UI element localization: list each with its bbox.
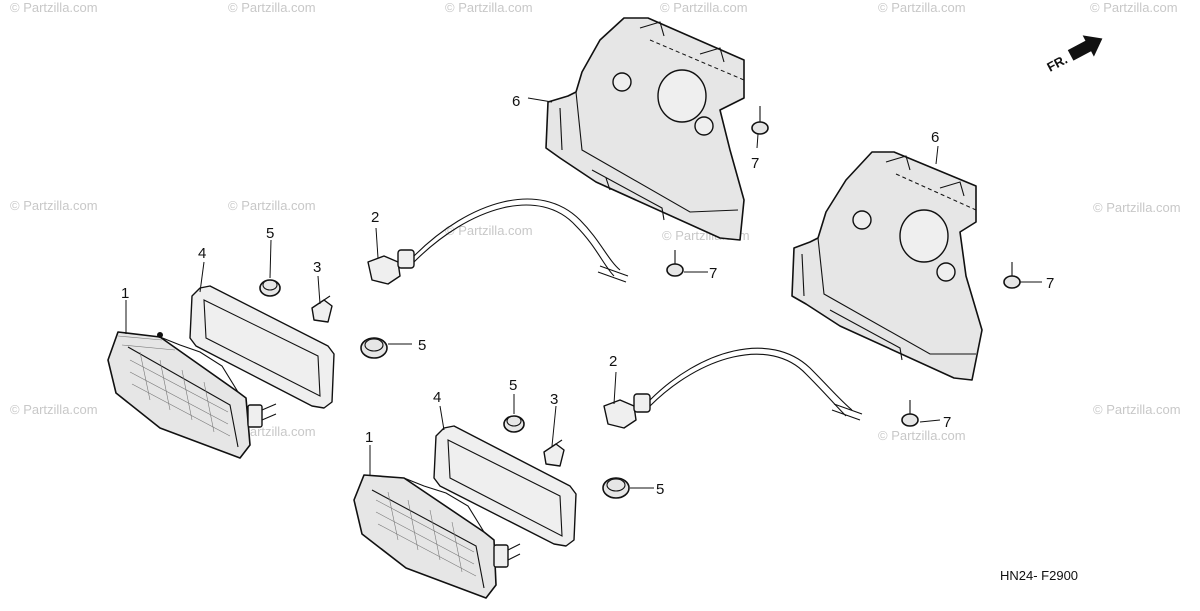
- callout-3: 3: [313, 259, 321, 276]
- watermark: © Partzilla.com: [228, 198, 316, 213]
- bulb-center: [543, 439, 565, 467]
- watermark: © Partzilla.com: [10, 0, 98, 15]
- watermark: © Partzilla.com: [445, 0, 533, 15]
- watermark: © Partzilla.com: [660, 0, 748, 15]
- leader-lines: [125, 97, 1042, 489]
- watermark: © Partzilla.com: [10, 198, 98, 213]
- watermark: © Partzilla.com: [1090, 0, 1178, 15]
- callout-7: 7: [1046, 275, 1054, 292]
- callout-2: 2: [371, 209, 379, 226]
- watermark: © Partzilla.com: [1093, 200, 1181, 215]
- callout-4: 4: [198, 245, 206, 262]
- callout-3: 3: [550, 391, 558, 408]
- grommet-center-upper: [503, 415, 525, 433]
- front-direction-indicator: FR.: [1044, 35, 1103, 75]
- drawing-code: HN24- F2900: [1000, 568, 1078, 583]
- callout-5: 5: [266, 225, 274, 242]
- callout-5: 5: [509, 377, 517, 394]
- arrow-right-icon: [1067, 35, 1103, 61]
- screw-center: [666, 250, 684, 277]
- grommet-upper-left: [259, 279, 281, 297]
- callout-1: 1: [365, 429, 373, 446]
- callout-2: 2: [609, 353, 617, 370]
- housing-right: [791, 151, 983, 381]
- watermark: © Partzilla.com: [1093, 402, 1181, 417]
- watermark: © Partzilla.com: [878, 428, 966, 443]
- callout-1: 1: [121, 285, 129, 302]
- callout-7: 7: [751, 155, 759, 172]
- gasket-center: [433, 425, 577, 547]
- socket-harness-upper: [367, 198, 629, 285]
- callout-4: 4: [433, 389, 441, 406]
- gasket-left: [189, 285, 335, 409]
- watermarks: © Partzilla.com © Partzilla.com © Partzi…: [10, 0, 1181, 443]
- watermark: © Partzilla.com: [10, 402, 98, 417]
- lens-assembly-left: [107, 331, 277, 459]
- screw-lower-right: [901, 400, 919, 427]
- socket-harness-lower: [603, 347, 863, 429]
- callout-7: 7: [943, 414, 951, 431]
- screw-far-right: [1003, 262, 1021, 289]
- lens-assembly-center: [353, 474, 521, 599]
- direction-label: FR.: [1044, 52, 1070, 75]
- callout-5: 5: [656, 481, 664, 498]
- grommet-lower-center: [602, 477, 630, 499]
- bulb-upper-left: [311, 295, 333, 323]
- callout-5: 5: [418, 337, 426, 354]
- watermark: © Partzilla.com: [228, 0, 316, 15]
- grommet-center: [360, 337, 388, 359]
- callout-6: 6: [512, 93, 520, 110]
- watermark: © Partzilla.com: [445, 223, 533, 238]
- callouts: 1 4 5 3 2 5 6 7 7 6 7 7 1 4 5 3 2 5: [121, 93, 1054, 498]
- callout-6: 6: [931, 129, 939, 146]
- housing-upper: [545, 17, 745, 241]
- watermark: © Partzilla.com: [878, 0, 966, 15]
- callout-7: 7: [709, 265, 717, 282]
- screw-upper-right: [751, 106, 769, 135]
